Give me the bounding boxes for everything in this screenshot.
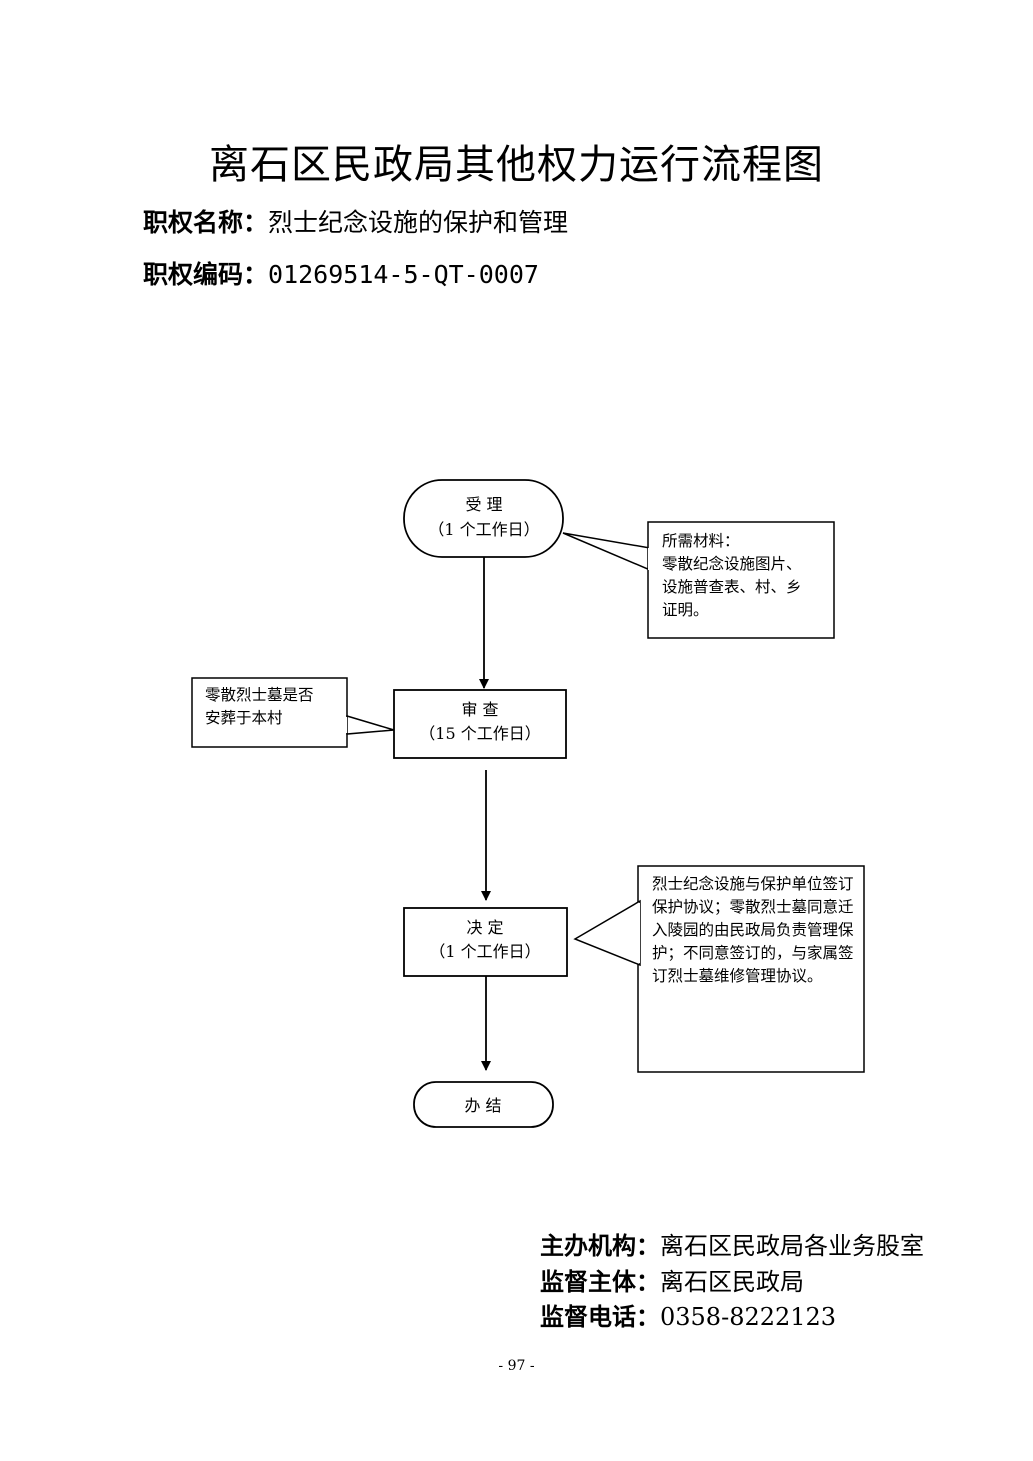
review-duration: （15 个工作日） (419, 724, 540, 743)
accept-duration: （1 个工作日） (428, 520, 539, 539)
decision-callout-pointer (573, 899, 641, 967)
decide-title: 决 定 (466, 918, 503, 937)
materials-note-text: 所需材料： 零散纪念设施图片、 设施普查表、村、乡 证明。 (662, 532, 802, 619)
power-name: 职权名称：烈士纪念设施的保护和管理 (143, 203, 568, 239)
materials-note-box (647, 521, 835, 639)
footer-phone: 监督电话：0358-8222123 (540, 1297, 836, 1332)
finish-title: 办 结 (464, 1096, 501, 1115)
footer-phone-value: 0358-8222123 (660, 1303, 837, 1331)
decide-duration: （1 个工作日） (429, 942, 540, 961)
flow-node-review: 审 查 （15 个工作日） (393, 689, 567, 759)
footer-host-value: 离石区民政局各业务股室 (660, 1232, 924, 1260)
power-code-value: 01269514-5-QT-0007 (268, 260, 539, 289)
page-number: - 97 - (498, 1358, 535, 1374)
footer-supervisor-label: 监督主体： (540, 1268, 660, 1296)
power-code-label: 职权编码： (143, 260, 269, 289)
decision-note-text: 烈士纪念设施与保护单位签订保护协议；零散烈士墓同意迁入陵园的由民政局负责管理保护… (652, 875, 854, 985)
review-callout-pointer (346, 714, 395, 735)
power-name-value: 烈士纪念设施的保护和管理 (268, 208, 569, 237)
accept-title: 受 理 (465, 495, 502, 514)
decision-note-box (637, 865, 865, 1073)
flow-node-finish: 办 结 (413, 1081, 554, 1128)
footer-supervisor: 监督主体：离石区民政局 (540, 1262, 804, 1297)
flow-node-decide: 决 定 （1 个工作日） (403, 907, 568, 977)
footer-phone-label: 监督电话： (540, 1303, 660, 1331)
review-note-box (191, 677, 348, 748)
flow-node-accept: 受 理 （1 个工作日） (403, 479, 564, 558)
power-code: 职权编码：01269514-5-QT-0007 (143, 255, 539, 291)
power-name-label: 职权名称： (143, 208, 269, 237)
footer-host-label: 主办机构： (540, 1232, 660, 1260)
materials-callout-pointer (562, 532, 651, 572)
review-note-text: 零散烈士墓是否 安葬于本村 (205, 686, 314, 727)
review-title: 审 查 (461, 700, 498, 719)
footer-supervisor-value: 离石区民政局 (660, 1268, 804, 1296)
footer-host: 主办机构：离石区民政局各业务股室 (540, 1226, 924, 1261)
page-title: 离石区民政局其他权力运行流程图 (209, 142, 824, 188)
